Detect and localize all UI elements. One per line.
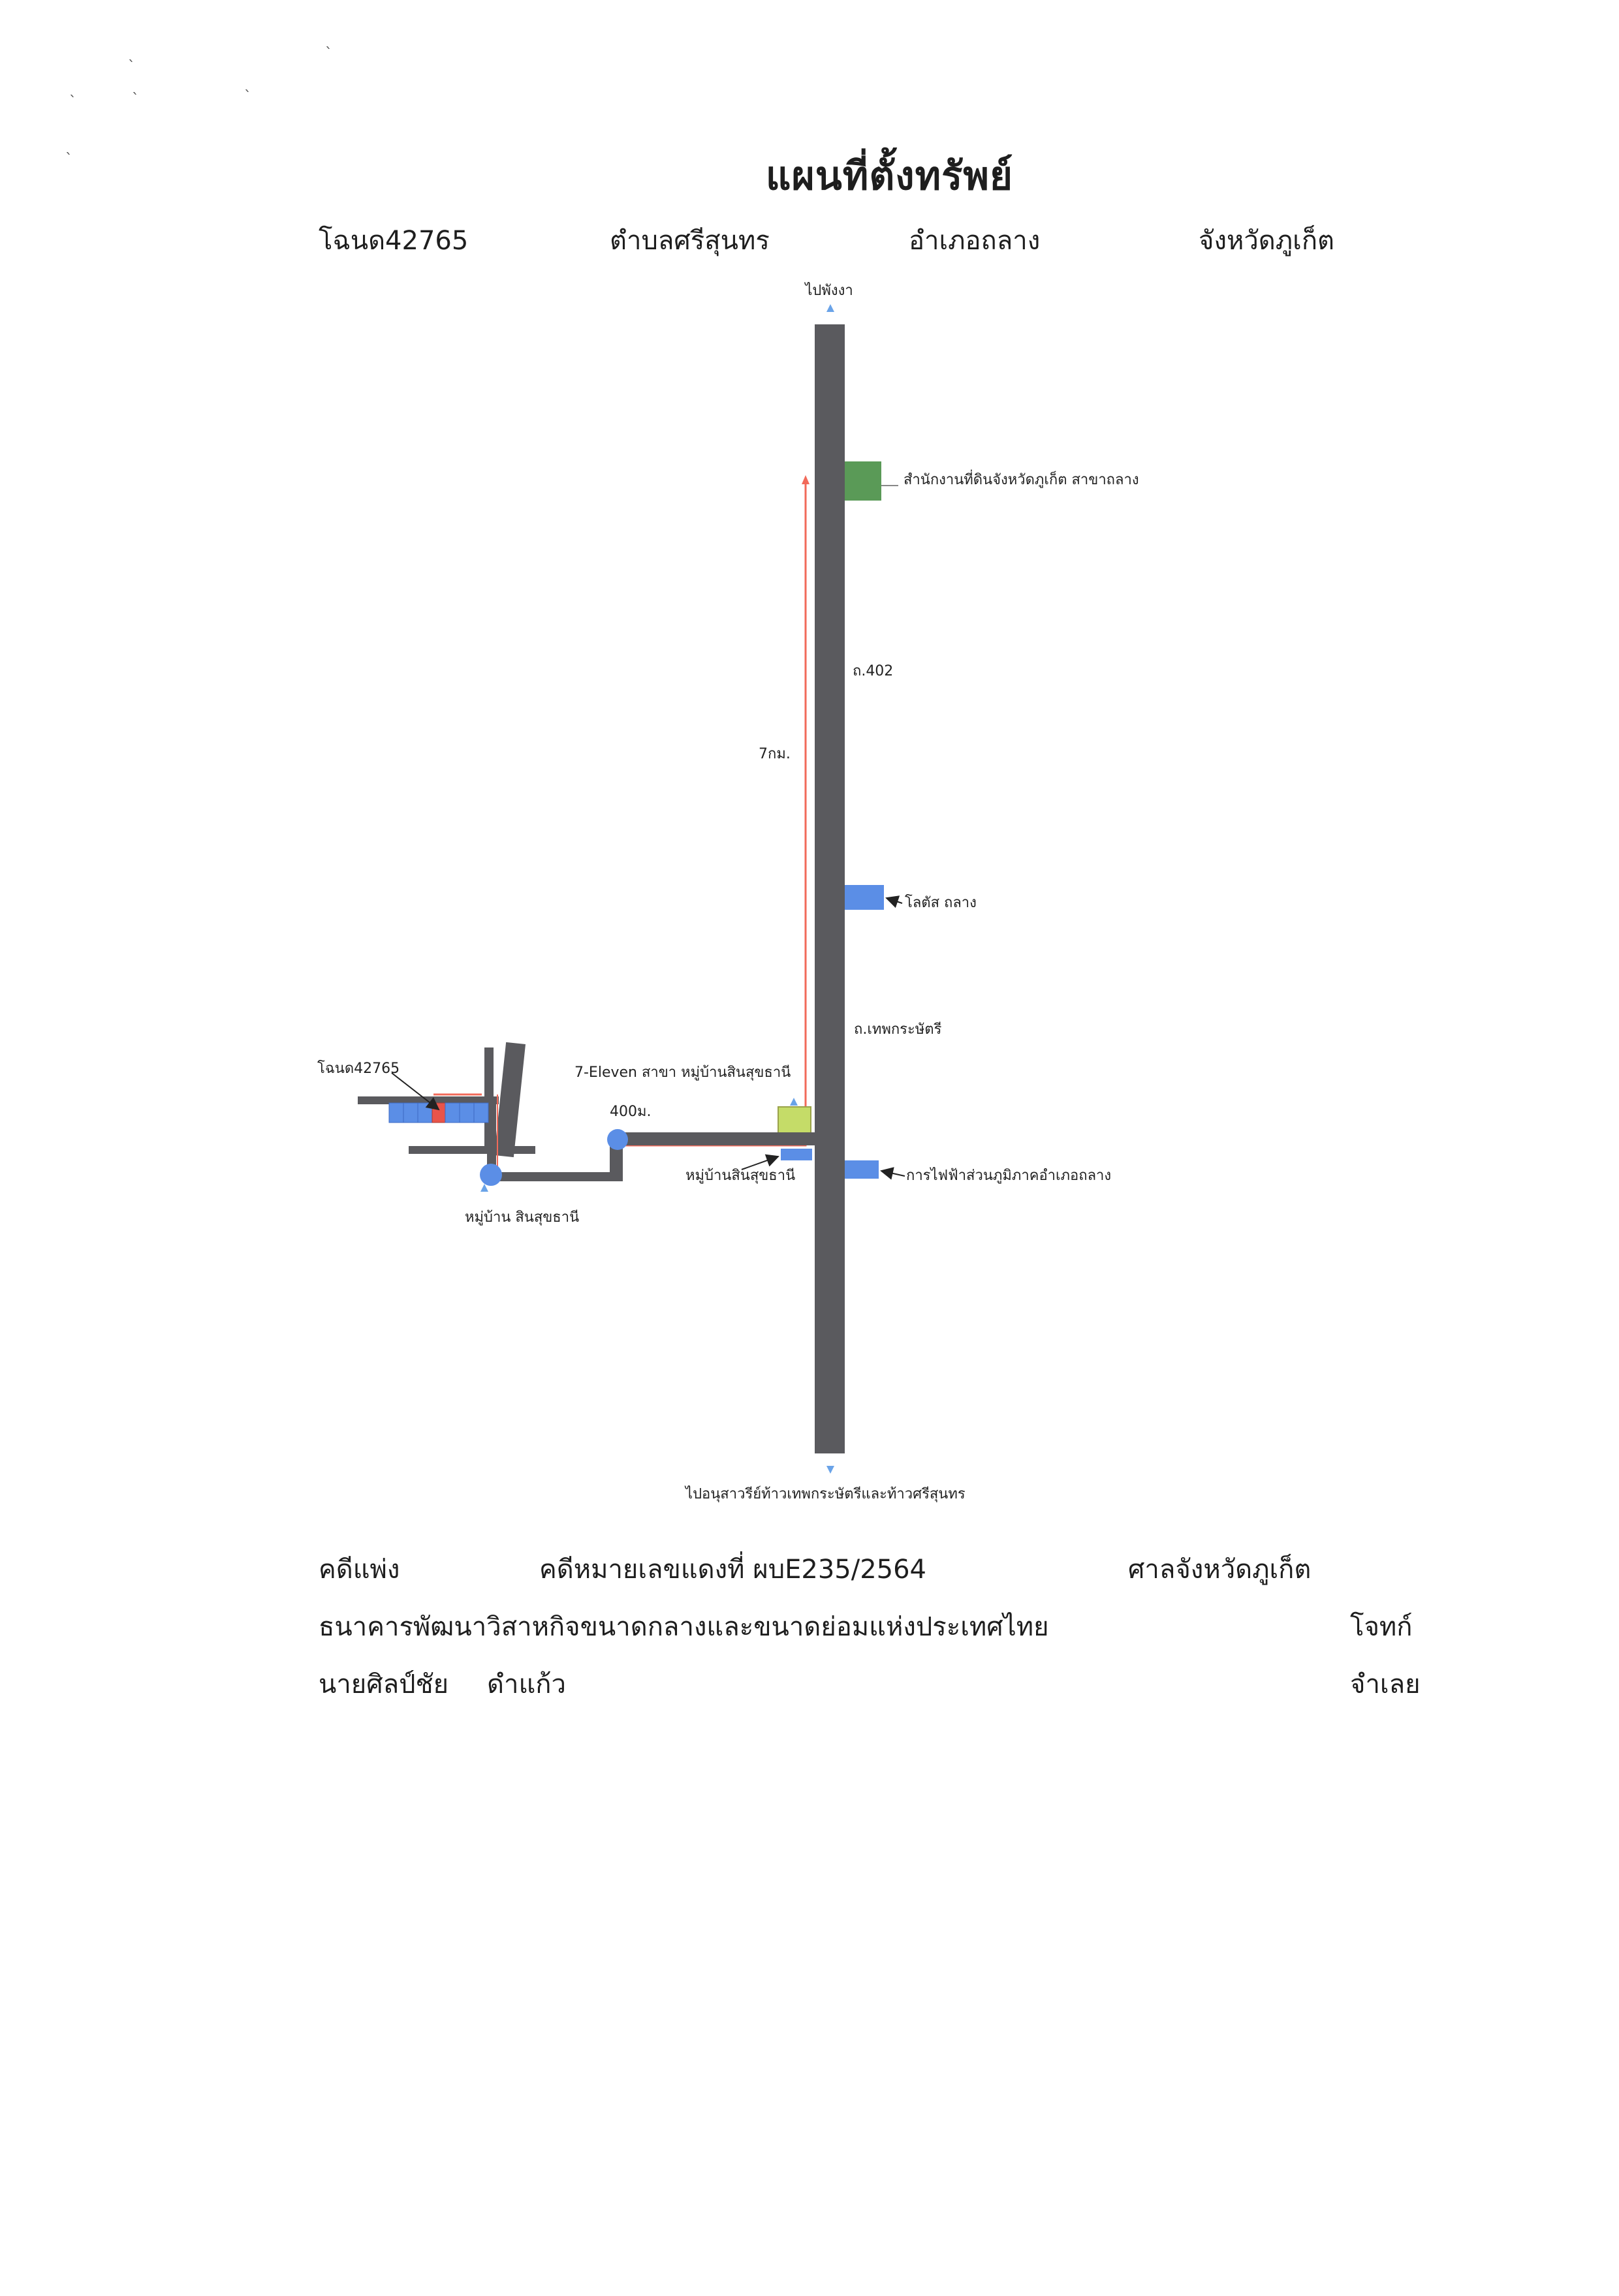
label-to-north: ไปพังงา [804,282,853,299]
label-distance-7km: 7กม. [759,746,791,762]
village-lane [409,1146,535,1154]
defendant-first-name: นายศิลป์ชัย [319,1669,449,1699]
village-lane [487,1103,496,1173]
header-deed: โฉนด42765 [319,226,469,256]
label-road-thepkrasattri: ถ.เทพกระษัตรี [854,1021,942,1038]
header-district: อำเภอถลาง [909,226,1041,256]
label-deed-marker: โฉนด42765 [317,1060,400,1077]
label-distance-400m: 400ม. [610,1104,652,1120]
leader-arrow [741,1154,779,1170]
label-village: หมู่บ้าน สินสุขธานี [465,1209,579,1226]
header-province: จังหวัดภูเก็ต [1199,226,1335,256]
plot-row [388,1102,489,1123]
village-entrance-building [781,1149,812,1160]
scan-speck: ` [132,91,139,108]
plaintiff-name: ธนาคารพัฒนาวิสาหกิจขนาดกลางและขนาดย่อมแห… [319,1612,1049,1642]
label-village-entrance: หมู่บ้านสินสุขธานี [685,1168,795,1184]
defendant-role: จำเลย [1350,1669,1421,1699]
label-to-south: ไปอนุสาวรีย์ท้าวเทพกระษัตรีและท้าวศรีสุน… [684,1485,966,1502]
electricity-building [845,1160,879,1179]
case-type: คดีแพ่ง [319,1555,400,1585]
scan-speck: ` [128,59,135,75]
label-seven-eleven: 7-Eleven สาขา หมู่บ้านสินสุขธานี [574,1064,791,1081]
scan-speck: ` [325,46,332,62]
scan-speck: ` [69,94,76,110]
north-arrow-icon [826,304,834,312]
village-lane [494,1042,526,1158]
leader-arrow [885,895,903,908]
scan-speck: ` [244,89,251,105]
defendant-last-name: ดำแก้ว [487,1669,566,1699]
junction-marker [607,1129,628,1150]
seven-eleven-marker-icon [790,1098,798,1106]
lotus-building [845,885,884,910]
side-road [488,1172,623,1181]
label-land-office: สำนักงานที่ดินจังหวัดภูเก็ต สาขาถลาง [904,469,1139,488]
scan-speck: ` [65,151,72,168]
label-electricity: การไฟฟ้าส่วนภูมิภาคอำเภอถลาง [906,1167,1111,1184]
main-road [815,324,845,1453]
land-office-building [845,461,881,501]
side-road [618,1132,815,1145]
label-road-402: ถ.402 [853,663,893,679]
route-arrow-icon [802,475,810,484]
village-arrow-icon [480,1184,488,1192]
leader-arrow [880,1167,905,1180]
label-lotus: โลตัส ถลาง [905,894,977,911]
south-arrow-icon [826,1466,834,1474]
village-marker [480,1164,502,1186]
court-name: ศาลจังหวัดภูเก็ต [1128,1555,1312,1585]
case-number: คดีหมายเลขแดงที่ ผบE235/2564 [539,1555,926,1585]
leader-arrow [391,1072,440,1111]
seven-eleven-building [778,1106,811,1136]
header-subdistrict: ตำบลศรีสุนทร [610,226,770,256]
page-title: แผนที่ตั้งทรัพย์ [765,153,1014,199]
plaintiff-role: โจทก์ [1350,1612,1413,1642]
